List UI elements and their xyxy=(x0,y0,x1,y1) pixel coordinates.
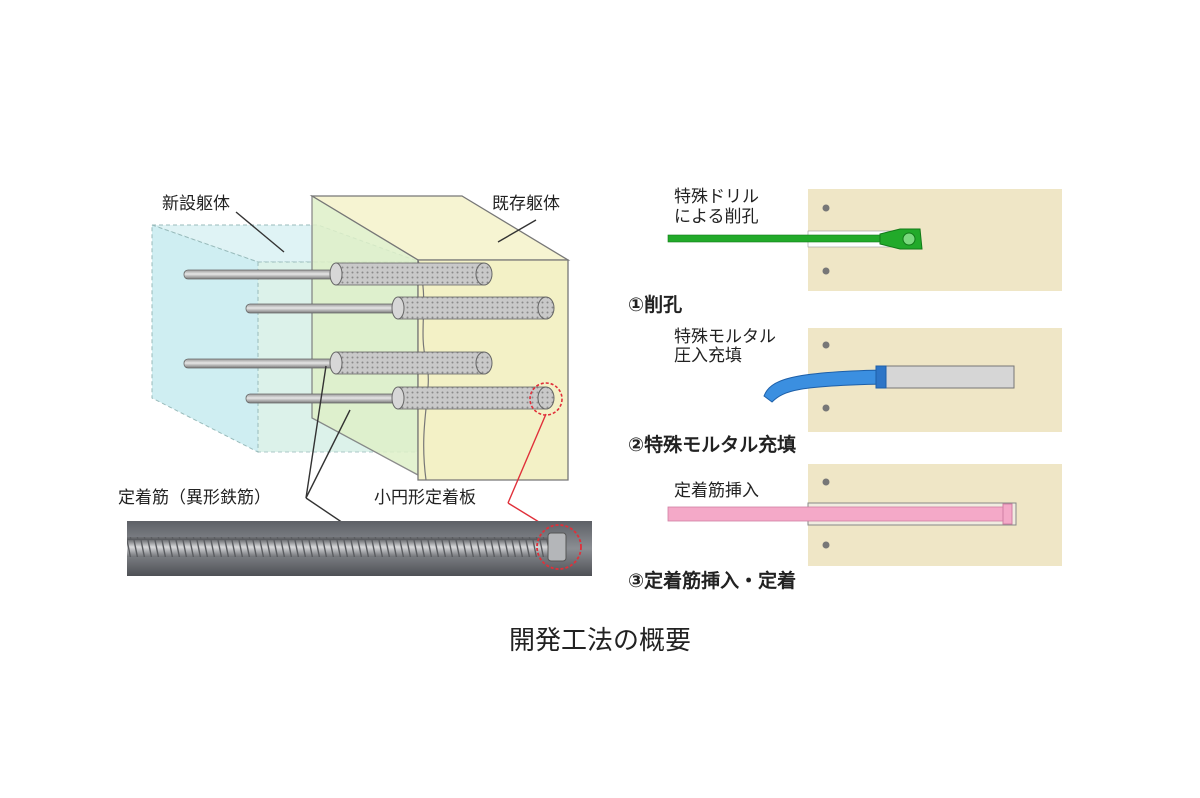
mortar-filled-hole xyxy=(883,365,1015,389)
left-3d-diagram xyxy=(127,194,592,576)
anchor-bar-3 xyxy=(183,351,493,375)
anchor-bar-1 xyxy=(183,262,493,286)
figure-caption: 開発工法の概要 xyxy=(508,626,691,656)
anchor-bar-pink xyxy=(667,506,1011,522)
steps-panel xyxy=(667,189,1062,566)
existing-body-block xyxy=(309,194,571,481)
label-existing-body: 既存躯体 xyxy=(492,194,560,214)
anchor-bar-2 xyxy=(245,296,555,320)
step-2-mortar xyxy=(763,328,1062,432)
step-2-note-line-2: 圧入充填 xyxy=(674,346,742,366)
step-1-drilling xyxy=(667,189,1062,291)
label-new-body: 新設躯体 xyxy=(162,194,230,214)
anchor-plate-highlight xyxy=(529,382,563,416)
anchor-bar-photo xyxy=(127,521,592,576)
step-1-label: ①削孔 xyxy=(628,294,683,316)
step-2-note-line-1: 特殊モルタル xyxy=(674,327,776,347)
label-anchor-bar: 定着筋（異形鉄筋） xyxy=(118,488,271,508)
step-3-insertion xyxy=(667,464,1062,566)
step-3-label: ③定着筋挿入・定着 xyxy=(628,570,797,592)
label-anchor-plate: 小円形定着板 xyxy=(374,488,476,508)
anchor-bars xyxy=(183,262,555,410)
step-1-note-line-2: による削孔 xyxy=(674,207,759,227)
step-3-note-line-1: 定着筋挿入 xyxy=(674,481,759,501)
drill-shaft xyxy=(667,234,883,243)
step-2-label: ②特殊モルタル充填 xyxy=(628,434,797,456)
step-1-note-line-1: 特殊ドリル xyxy=(674,187,759,207)
anchor-bar-4 xyxy=(245,386,555,410)
